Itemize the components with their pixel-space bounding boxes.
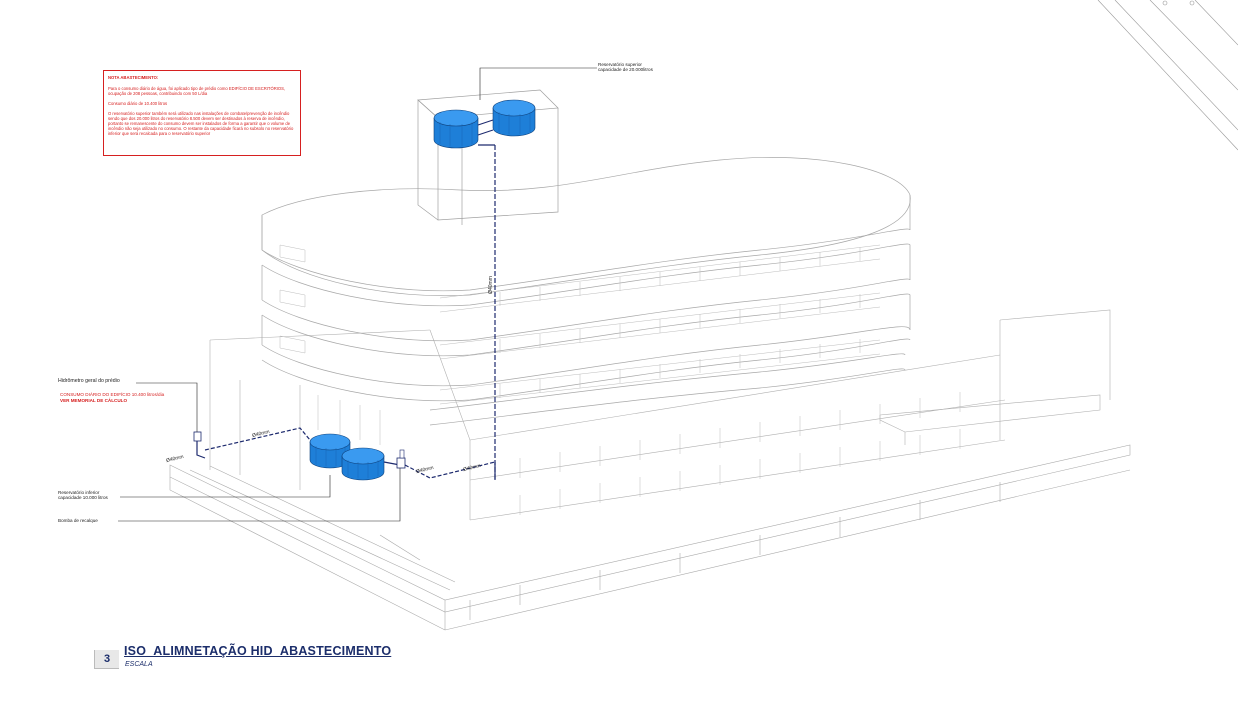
pump: [396, 449, 406, 469]
lower-reservoir-line-2: capacidade 10.000 litros: [58, 495, 108, 501]
note-paragraph-1: Para o consumo diário de água, foi aplic…: [108, 86, 286, 96]
drawing-number: 3: [94, 650, 119, 669]
podium: [209, 309, 1111, 521]
upper-reservoir-line-1: Reservatório superior: [598, 62, 642, 67]
note-paragraph-3: O reservatório superior também será util…: [108, 111, 294, 136]
meter-consumption: CONSUMO DIÁRIO DO EDIFÍCIO 10.400 litros…: [60, 392, 165, 397]
upper-tank-right: [492, 99, 536, 137]
tower-floors: [261, 157, 911, 426]
note-title: NOTA ABASTECIMENTO:: [108, 75, 159, 80]
lower-reservoir-label: Reservatório inferior capacidade 10.000 …: [58, 490, 108, 501]
leader-lines: [118, 67, 597, 522]
lower-reservoir-line-1: Reservatório inferior: [58, 490, 100, 495]
riser-dimension: Ø40mm: [487, 276, 494, 294]
lower-tank-left: [309, 433, 351, 469]
note-paragraph-2: Consumo diário de 10.400 litros: [108, 101, 168, 106]
pipes: [196, 144, 496, 480]
upper-tanks: [433, 99, 536, 149]
pump-label: Bomba de recalque: [58, 518, 98, 523]
drawing-scale: ESCALA: [125, 661, 153, 668]
ground-platform: [169, 444, 1131, 631]
neighbor-corner: [1097, 0, 1238, 151]
upper-tank-left: [433, 109, 479, 149]
upper-reservoir-line-2: capacidade de 20.000litros: [598, 67, 653, 73]
meter-memorial: VER MEMORIAL DE CÁLCULO: [60, 398, 128, 403]
window-strips: [279, 244, 961, 515]
lower-tank-right: [341, 447, 385, 481]
lower-tanks: [309, 433, 385, 481]
water-supply-note: NOTA ABASTECIMENTO: Para o consumo diári…: [103, 70, 301, 156]
upper-reservoir-label: Reservatório superior capacidade de 20.0…: [598, 62, 653, 73]
hydrometer: [193, 431, 202, 442]
drawing-title: ISO_ALIMNETAÇÃO HID_ABASTECIMENTO: [124, 644, 392, 658]
meter-label: Hidrômetro geral do prédio: [58, 378, 120, 384]
